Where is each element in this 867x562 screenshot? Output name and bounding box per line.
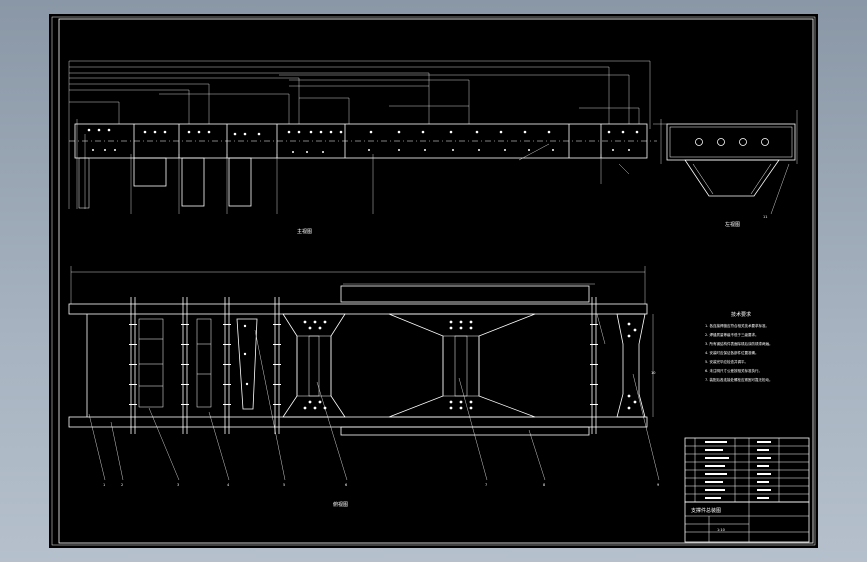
callout-4: 4	[227, 483, 230, 487]
plan-leaders	[88, 313, 660, 481]
cad-viewport[interactable]: 主视图 左视图	[49, 14, 818, 548]
assembly-drawing: 主视图 左视图	[51, 16, 816, 546]
front-view-dimensions	[68, 60, 651, 214]
plan-view-label: 俯视图	[333, 501, 348, 508]
note-5: 5. 安装完毕应检查并调平。	[705, 359, 748, 364]
callout-10: 10	[651, 371, 655, 375]
side-view-frame	[666, 123, 796, 161]
sheet-outer-border	[51, 16, 816, 546]
parts-list-fill	[705, 441, 771, 499]
plan-view: 1 2 3 4 5 6 7 8 9 10 11 俯视图	[68, 215, 767, 508]
callout-1: 1	[103, 483, 105, 487]
title-name: 支撑件总装图	[691, 507, 721, 514]
plan-bottom-rail	[68, 416, 648, 428]
side-view-label: 左视图	[725, 221, 740, 228]
note-4: 4. 安装时应保证各部件位置准确。	[705, 350, 758, 355]
note-7: 7. 装配后各连接处螺栓应紧固可靠无松动。	[705, 377, 772, 382]
side-view: 左视图	[653, 110, 798, 228]
plan-callout-numbers: 1 2 3 4 5 6 7 8 9 10 11	[103, 215, 767, 487]
notes-title: 技术要求	[731, 311, 751, 318]
sheet-inner-border	[58, 18, 814, 544]
callout-5: 5	[283, 483, 285, 487]
note-3: 3. 所有钢结构件表面除锈后涂防锈漆两遍。	[705, 341, 772, 346]
callout-11: 11	[763, 215, 767, 219]
note-1: 1. 各连接焊缝应符合相关技术要求标准。	[705, 323, 769, 328]
plan-top-rail	[68, 303, 648, 315]
title-block: 支撑件总装图 1:10	[684, 437, 810, 543]
technical-notes: 技术要求 1. 各连接焊缝应符合相关技术要求标准。 2. 焊缝质量等级不低于三级…	[705, 311, 772, 382]
front-view-label: 主视图	[297, 228, 312, 235]
callout-3: 3	[177, 483, 179, 487]
callout-2: 2	[121, 483, 123, 487]
note-2: 2. 焊缝质量等级不低于三级要求。	[705, 332, 758, 337]
callout-8: 8	[543, 483, 545, 487]
front-hole-pattern	[87, 128, 639, 153]
scale-value: 1:10	[717, 528, 725, 532]
plan-bolt-pattern	[243, 320, 637, 410]
front-view: 主视图	[68, 60, 657, 235]
callout-9: 9	[657, 483, 659, 487]
note-6: 6. 未注明尺寸公差按相关标准执行。	[705, 368, 762, 373]
plan-rivet-ticks	[129, 324, 598, 405]
callout-7: 7	[485, 483, 487, 487]
callout-6: 6	[345, 483, 347, 487]
